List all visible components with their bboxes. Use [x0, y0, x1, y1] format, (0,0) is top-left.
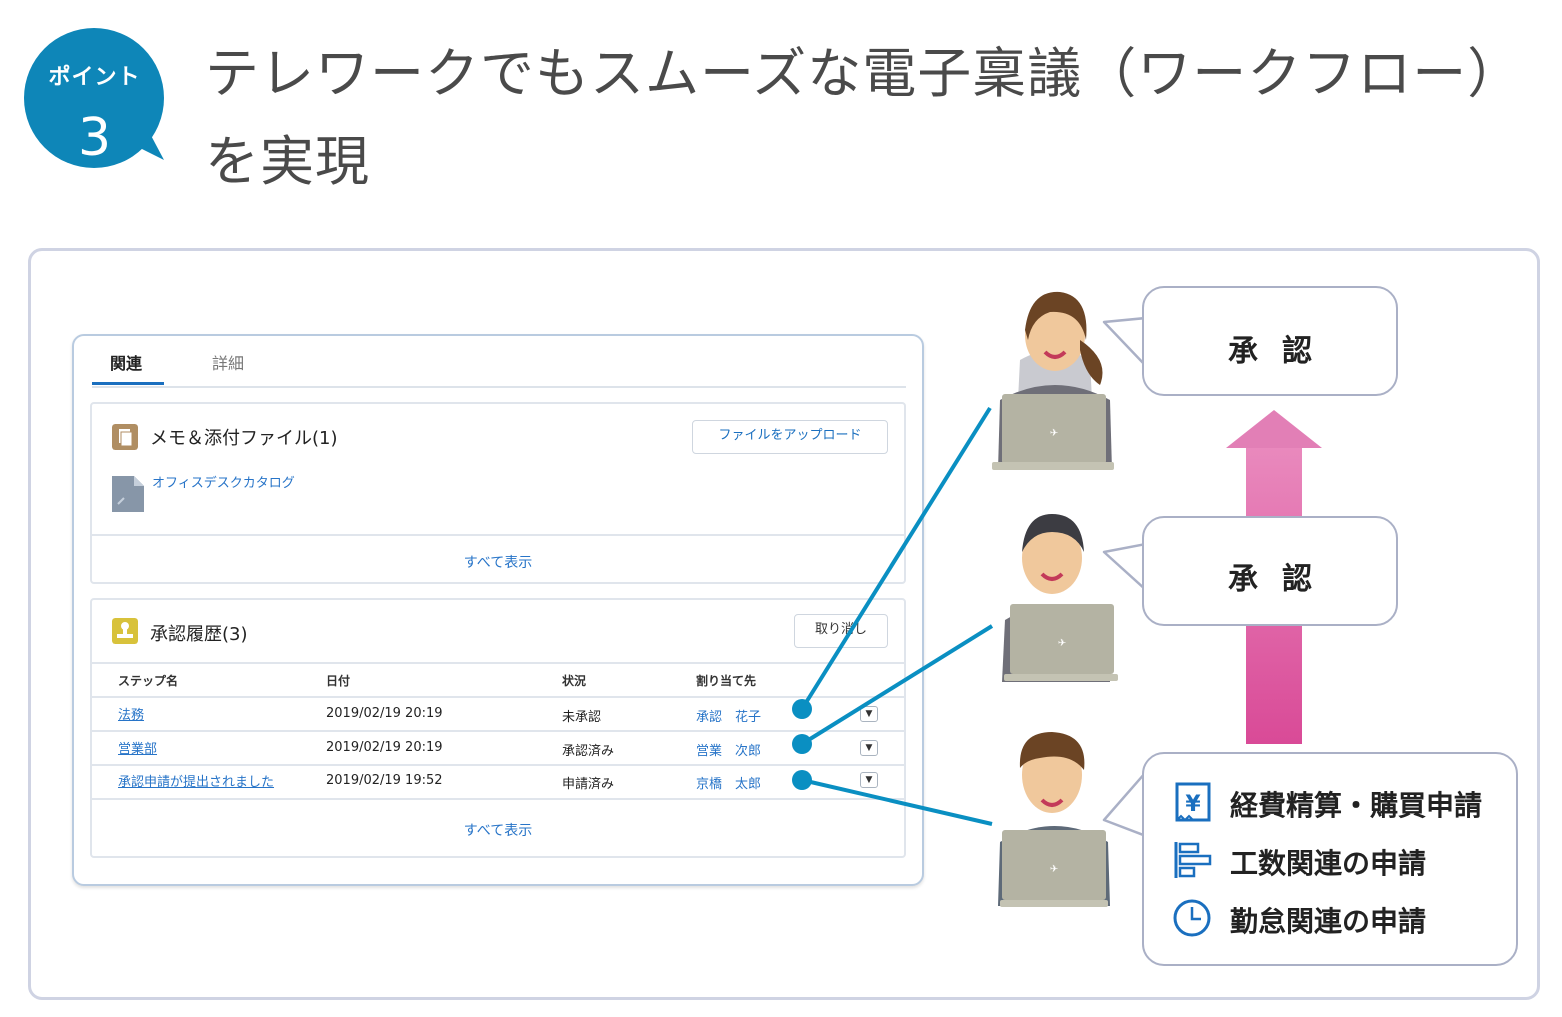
svg-text:✈: ✈: [1058, 638, 1066, 649]
row-divider: [92, 798, 904, 800]
row-date: 2019/02/19 20:19: [326, 706, 443, 721]
assignee-link[interactable]: 承認 花子: [696, 710, 762, 725]
application-label: 経費精算・購買申請: [1230, 789, 1483, 822]
svg-text:¥: ¥: [1185, 792, 1201, 817]
row-action-dropdown[interactable]: ▼: [860, 740, 878, 756]
approval-history-card: 承認履歴(3) 取り消し ステップ名 日付 状況 割り当て先 法務 2019/0…: [90, 598, 906, 858]
step-link[interactable]: 法務: [118, 708, 145, 723]
col-date: 日付: [326, 674, 351, 688]
tab-bar: 関連 詳細: [92, 348, 906, 388]
approver-person-2: ✈: [1002, 514, 1118, 682]
applicant-person-3: ✈: [998, 732, 1110, 907]
approval-bubble-top: 承認: [1142, 286, 1398, 396]
assignee-link[interactable]: 営業 次郎: [696, 744, 762, 759]
approver-person-1: ✈: [992, 291, 1114, 470]
record-related-panel: 関連 詳細 メモ＆添付ファイル(1) ファイルをアップロード オフィスデスクカタ…: [72, 334, 924, 886]
notes-file-icon: [112, 424, 138, 450]
clock-icon: [1173, 899, 1211, 937]
gantt-bars-icon: [1174, 842, 1212, 878]
row-status: 承認済み: [562, 744, 615, 759]
approval-label: 承認: [1228, 562, 1336, 597]
approval-show-all-link[interactable]: すべて表示: [463, 823, 533, 839]
active-tab-indicator: [92, 382, 164, 385]
application-types-bubble: [1142, 752, 1518, 966]
page-title: テレワークでもスムーズな電子稟議（ワークフロー）を実現: [205, 42, 1496, 193]
approval-header-divider: [92, 662, 904, 664]
step-link[interactable]: 営業部: [118, 742, 158, 757]
file-link[interactable]: オフィスデスクカタログ: [152, 476, 295, 491]
approval-stamp-icon: [112, 618, 138, 644]
row-date: 2019/02/19 19:52: [326, 773, 443, 788]
point-badge: ポイント 3: [22, 26, 172, 176]
column-header-divider: [92, 696, 904, 698]
notes-attachments-card: メモ＆添付ファイル(1) ファイルをアップロード オフィスデスクカタログ すべて…: [90, 402, 906, 584]
notes-card-divider: [92, 534, 904, 536]
recall-button[interactable]: 取り消し: [794, 614, 888, 648]
col-status: 状況: [562, 674, 587, 688]
col-step-name: ステップ名: [118, 674, 179, 688]
document-icon: [112, 476, 144, 512]
step-link[interactable]: 承認申請が提出されました: [118, 775, 275, 790]
col-assignee: 割り当て先: [696, 674, 757, 688]
badge-shape: [24, 28, 164, 168]
tab-related[interactable]: 関連: [110, 354, 143, 373]
row-action-dropdown[interactable]: ▼: [860, 706, 878, 722]
svg-text:✈: ✈: [1050, 864, 1058, 875]
row-action-dropdown[interactable]: ▼: [860, 772, 878, 788]
approval-label: 承認: [1228, 334, 1336, 369]
approval-card-title: 承認履歴(3): [150, 624, 248, 645]
approval-bubble-middle: 承認: [1142, 516, 1398, 626]
svg-text:✈: ✈: [1050, 428, 1058, 439]
row-status: 未承認: [562, 710, 602, 725]
application-label: 勤怠関連の申請: [1230, 905, 1427, 938]
assignee-link[interactable]: 京橋 太郎: [696, 777, 762, 792]
yen-receipt-icon: ¥: [1175, 782, 1211, 822]
row-divider: [92, 764, 904, 766]
notes-show-all-link[interactable]: すべて表示: [463, 555, 533, 571]
badge-label: ポイント: [48, 65, 141, 90]
badge-number: 3: [77, 108, 112, 168]
tab-details[interactable]: 詳細: [212, 354, 245, 373]
row-divider: [92, 730, 904, 732]
connector-lines: [792, 406, 994, 826]
bubble-tails: [1102, 316, 1148, 838]
row-status: 申請済み: [562, 777, 615, 792]
notes-card-title: メモ＆添付ファイル(1): [150, 428, 338, 449]
application-label: 工数関連の申請: [1230, 847, 1427, 880]
upload-file-button[interactable]: ファイルをアップロード: [692, 420, 888, 454]
row-date: 2019/02/19 20:19: [326, 740, 443, 755]
